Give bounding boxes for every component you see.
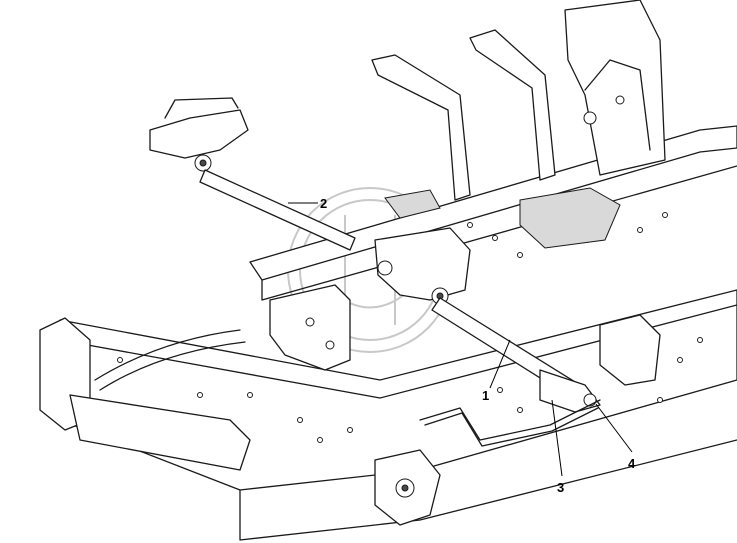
stabilizer-rod-upper bbox=[199, 169, 356, 251]
callout-4: 4 bbox=[595, 403, 636, 471]
callout-1: 1 bbox=[482, 339, 511, 403]
stabilizer-rod-lower bbox=[431, 297, 601, 413]
center-bracket bbox=[374, 227, 471, 305]
frame-holes bbox=[117, 212, 703, 443]
callout-3-label: 3 bbox=[557, 480, 564, 495]
front-crossmember bbox=[39, 317, 251, 471]
hydraulic-line bbox=[419, 399, 601, 447]
callout-1-label: 1 bbox=[482, 388, 489, 403]
rear-right-bracket bbox=[599, 314, 661, 386]
rubber-mount-blocks bbox=[384, 187, 621, 249]
cab-mount-uprights bbox=[371, 0, 666, 201]
callout-4-label: 4 bbox=[628, 456, 636, 471]
left-stabilizer-bracket bbox=[149, 97, 249, 172]
mid-support-bracket bbox=[269, 284, 351, 371]
callout-2-label: 2 bbox=[320, 196, 327, 211]
callout-3: 3 bbox=[551, 399, 564, 495]
callout-2: 2 bbox=[288, 196, 327, 211]
spring-hanger bbox=[374, 449, 441, 526]
